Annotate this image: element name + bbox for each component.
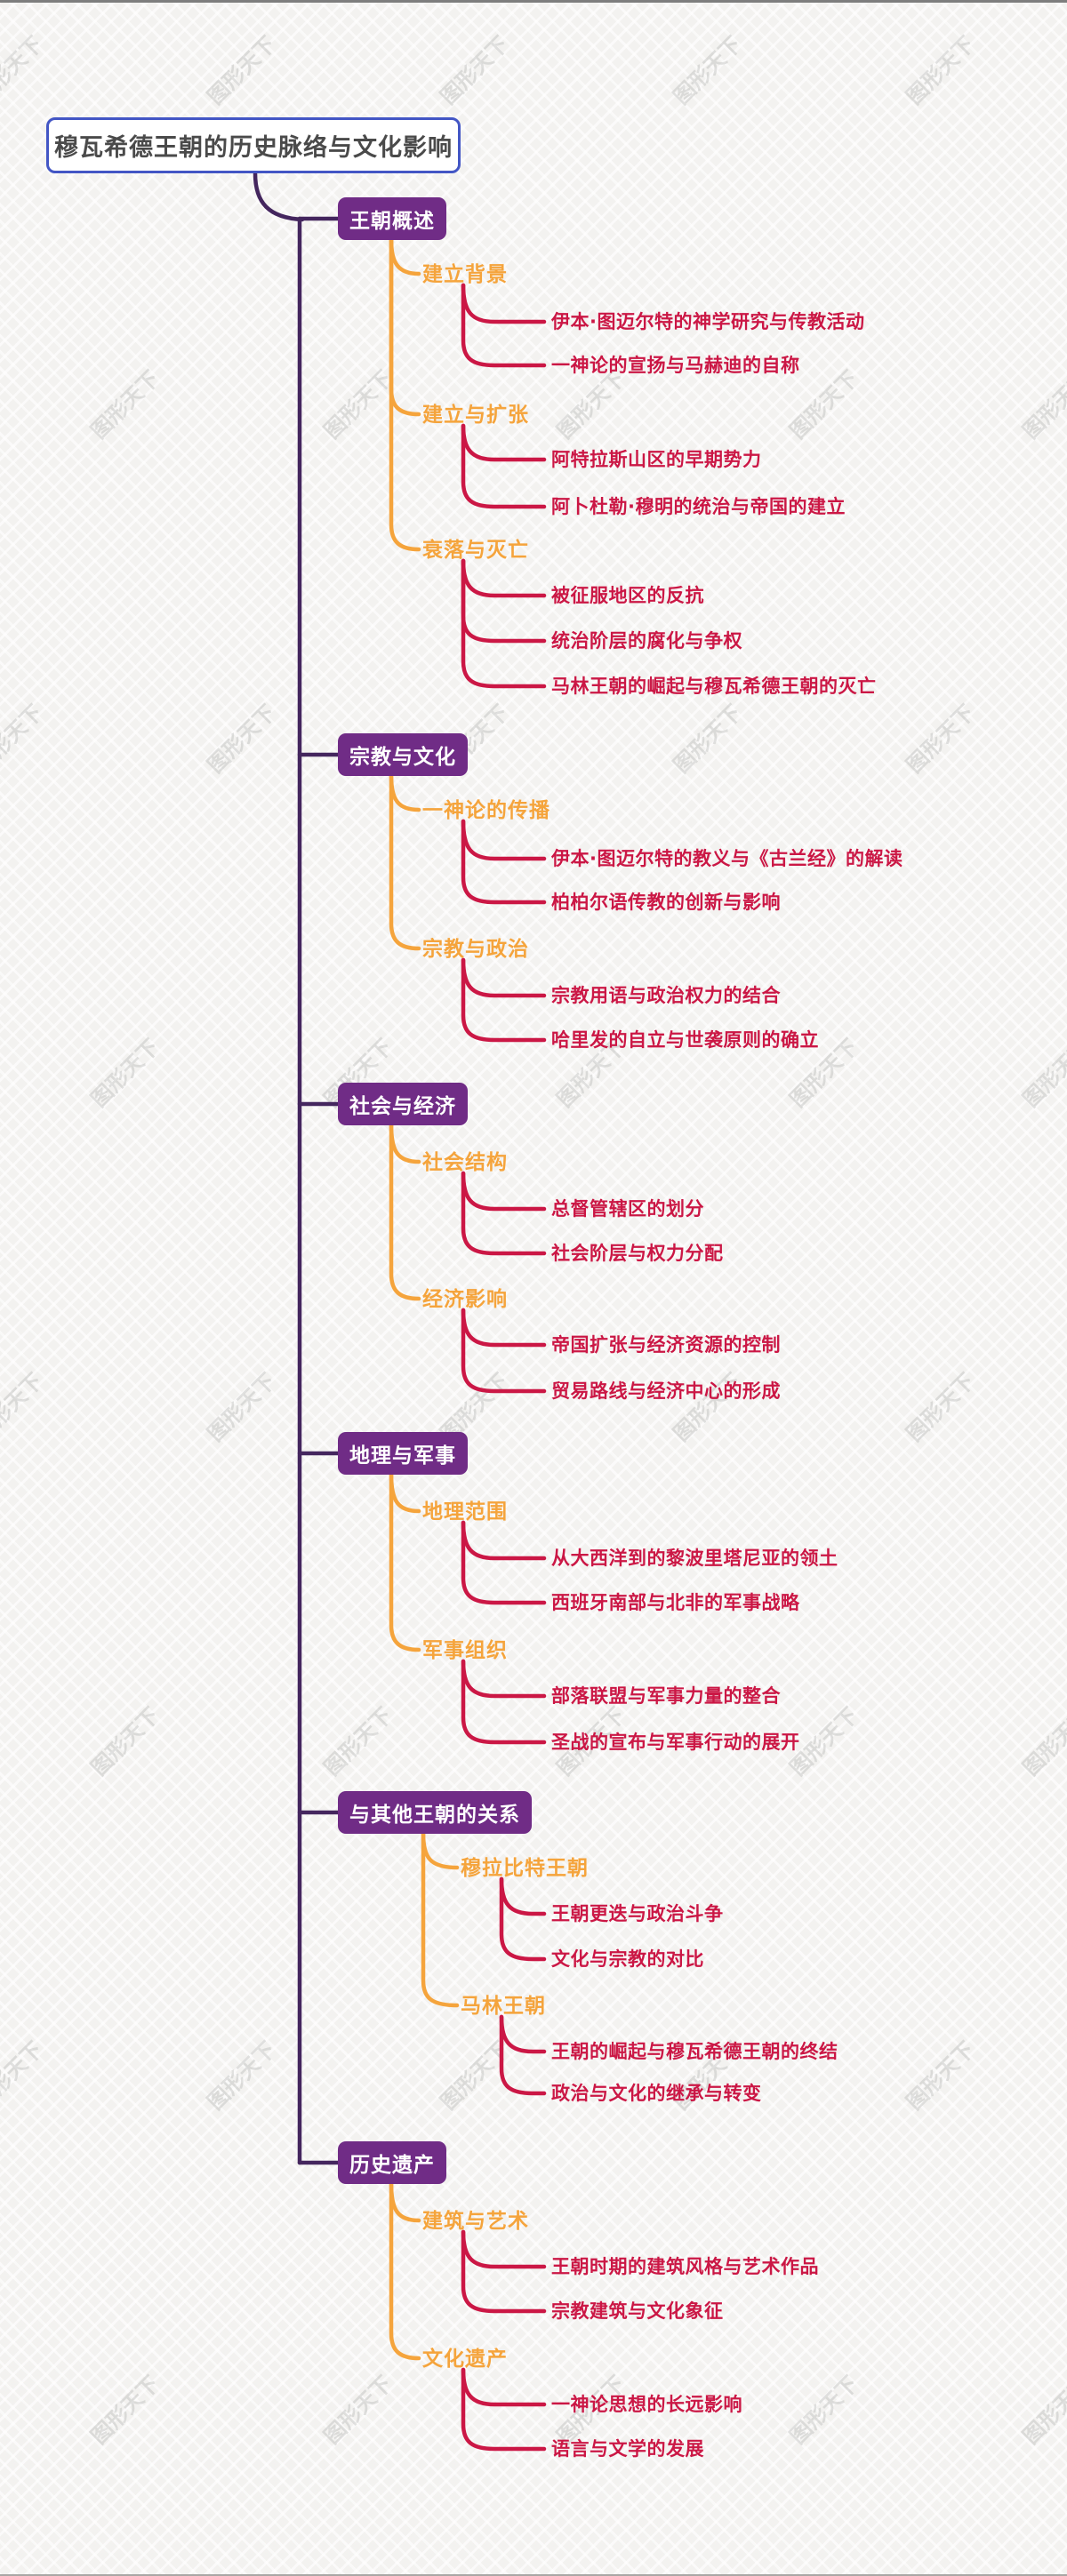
branch-connector xyxy=(389,237,421,276)
branch-cultural-heritage[interactable]: 文化遗产 xyxy=(422,2348,508,2371)
leaf-connector xyxy=(461,558,547,689)
leaf-node[interactable]: 王朝的崛起与穆瓦希德王朝的终结 xyxy=(551,2041,838,2062)
leaf-connector xyxy=(461,423,547,509)
branch-almoravid-dynasty[interactable]: 穆拉比特王朝 xyxy=(461,1857,589,1880)
leaf-connector xyxy=(461,558,547,644)
leaf-node[interactable]: 总督管辖区的划分 xyxy=(551,1198,704,1220)
branch-economic-impact[interactable]: 经济影响 xyxy=(422,1288,508,1311)
branch-connector xyxy=(421,1831,460,1870)
section-society-economy[interactable]: 社会与经济 xyxy=(338,1083,468,1125)
leaf-connector xyxy=(461,1171,547,1256)
leaf-connector xyxy=(499,2014,547,2096)
leaf-connector xyxy=(461,1171,547,1212)
leaf-node[interactable]: 社会阶层与权力分配 xyxy=(551,1243,724,1264)
leaf-connector xyxy=(499,2014,547,2054)
leaf-connector xyxy=(461,1308,547,1348)
leaf-node[interactable]: 文化与宗教的对比 xyxy=(551,1948,704,1970)
leaf-connectors xyxy=(461,283,547,2452)
branch-connectors xyxy=(389,237,460,2361)
leaf-node[interactable]: 王朝时期的建筑风格与艺术作品 xyxy=(551,2256,819,2277)
branch-founding-background[interactable]: 建立背景 xyxy=(422,263,508,286)
branch-marinid-dynasty[interactable]: 马林王朝 xyxy=(461,1995,546,2018)
branch-geographic-scope[interactable]: 地理范围 xyxy=(422,1500,508,1524)
leaf-node[interactable]: 阿特拉斯山区的早期势力 xyxy=(551,449,762,470)
trunk-connectors xyxy=(253,171,342,2165)
leaf-connector xyxy=(461,957,547,1043)
leaf-connector xyxy=(461,957,547,998)
leaf-node[interactable]: 政治与文化的继承与转变 xyxy=(551,2083,762,2104)
root-node[interactable]: 穆瓦希德王朝的历史脉络与文化影响 xyxy=(46,117,461,173)
branch-connector xyxy=(389,1472,421,1514)
leaf-node[interactable]: 帝国扩张与经济资源的控制 xyxy=(551,1334,781,1356)
leaf-node[interactable]: 阿卜杜勒·穆明的统治与帝国的建立 xyxy=(551,496,846,517)
section-geography-military[interactable]: 地理与军事 xyxy=(338,1432,468,1475)
leaf-node[interactable]: 西班牙南部与北非的军事战略 xyxy=(551,1592,800,1613)
leaf-node[interactable]: 宗教用语与政治权力的结合 xyxy=(551,985,781,1006)
branch-connector xyxy=(389,1123,421,1164)
branch-connector xyxy=(389,2181,421,2223)
leaf-connector xyxy=(461,1520,547,1605)
leaf-node[interactable]: 宗教建筑与文化象征 xyxy=(551,2300,724,2322)
leaf-connector xyxy=(461,283,547,324)
leaf-connector xyxy=(461,558,547,598)
branch-connector xyxy=(389,1472,421,1652)
leaf-connector xyxy=(461,819,547,905)
leaf-node[interactable]: 哈里发的自立与世袭原则的确立 xyxy=(551,1029,819,1051)
leaf-node[interactable]: 语言与文学的发展 xyxy=(551,2438,704,2460)
trunk-root-curve xyxy=(253,171,305,222)
leaf-node[interactable]: 一神论思想的长远影响 xyxy=(551,2394,742,2415)
leaf-node[interactable]: 一神论的宣扬与马赫迪的自称 xyxy=(551,355,800,376)
branch-religion-politics[interactable]: 宗教与政治 xyxy=(422,938,529,961)
leaf-connector xyxy=(461,2367,547,2452)
branch-social-structure[interactable]: 社会结构 xyxy=(422,1151,508,1174)
branch-connector xyxy=(421,1831,460,2008)
leaf-connector xyxy=(461,1308,547,1394)
section-relations-other-dynasties[interactable]: 与其他王朝的关系 xyxy=(338,1791,532,1834)
leaf-node[interactable]: 贸易路线与经济中心的形成 xyxy=(551,1380,781,1402)
branch-connector xyxy=(389,2181,421,2361)
leaf-node[interactable]: 王朝更迭与政治斗争 xyxy=(551,1903,724,1924)
section-historical-legacy[interactable]: 历史遗产 xyxy=(338,2141,446,2184)
leaf-connector xyxy=(461,819,547,861)
branch-connector xyxy=(389,1123,421,1301)
branch-architecture-art[interactable]: 建筑与艺术 xyxy=(422,2210,529,2233)
branch-establishment-expansion[interactable]: 建立与扩张 xyxy=(422,404,529,427)
leaf-connector xyxy=(461,1520,547,1561)
leaf-connector xyxy=(461,2229,547,2314)
leaf-node[interactable]: 被征服地区的反抗 xyxy=(551,585,704,606)
leaf-connector xyxy=(461,2229,547,2269)
leaf-node[interactable]: 伊本·图迈尔特的神学研究与传教活动 xyxy=(551,311,865,332)
branch-connector xyxy=(389,773,421,951)
leaf-node[interactable]: 伊本·图迈尔特的教义与《古兰经》的解读 xyxy=(551,848,903,869)
leaf-connector xyxy=(499,1876,547,1962)
section-dynasty-overview[interactable]: 王朝概述 xyxy=(338,197,446,240)
leaf-node[interactable]: 马林王朝的崛起与穆瓦希德王朝的灭亡 xyxy=(551,676,877,697)
leaf-node[interactable]: 从大西洋到的黎波里塔尼亚的领土 xyxy=(551,1548,838,1569)
leaf-node[interactable]: 柏柏尔语传教的创新与影响 xyxy=(551,892,781,913)
leaf-connector xyxy=(461,1659,547,1745)
branch-connector xyxy=(389,773,421,812)
leaf-connector xyxy=(461,1659,547,1699)
leaf-connector xyxy=(461,283,547,368)
leaf-node[interactable]: 圣战的宣布与军事行动的展开 xyxy=(551,1732,800,1753)
branch-decline-fall[interactable]: 衰落与灭亡 xyxy=(422,539,529,562)
leaf-connector xyxy=(461,2367,547,2407)
leaf-connector xyxy=(499,1876,547,1916)
leaf-connector xyxy=(461,423,547,462)
leaf-node[interactable]: 部落联盟与军事力量的整合 xyxy=(551,1685,781,1707)
branch-monotheism-spread[interactable]: 一神论的传播 xyxy=(422,799,550,822)
branch-connector xyxy=(389,237,421,552)
section-religion-culture[interactable]: 宗教与文化 xyxy=(338,733,468,776)
branch-military-organization[interactable]: 军事组织 xyxy=(422,1639,508,1662)
leaf-node[interactable]: 统治阶层的腐化与争权 xyxy=(551,630,742,652)
